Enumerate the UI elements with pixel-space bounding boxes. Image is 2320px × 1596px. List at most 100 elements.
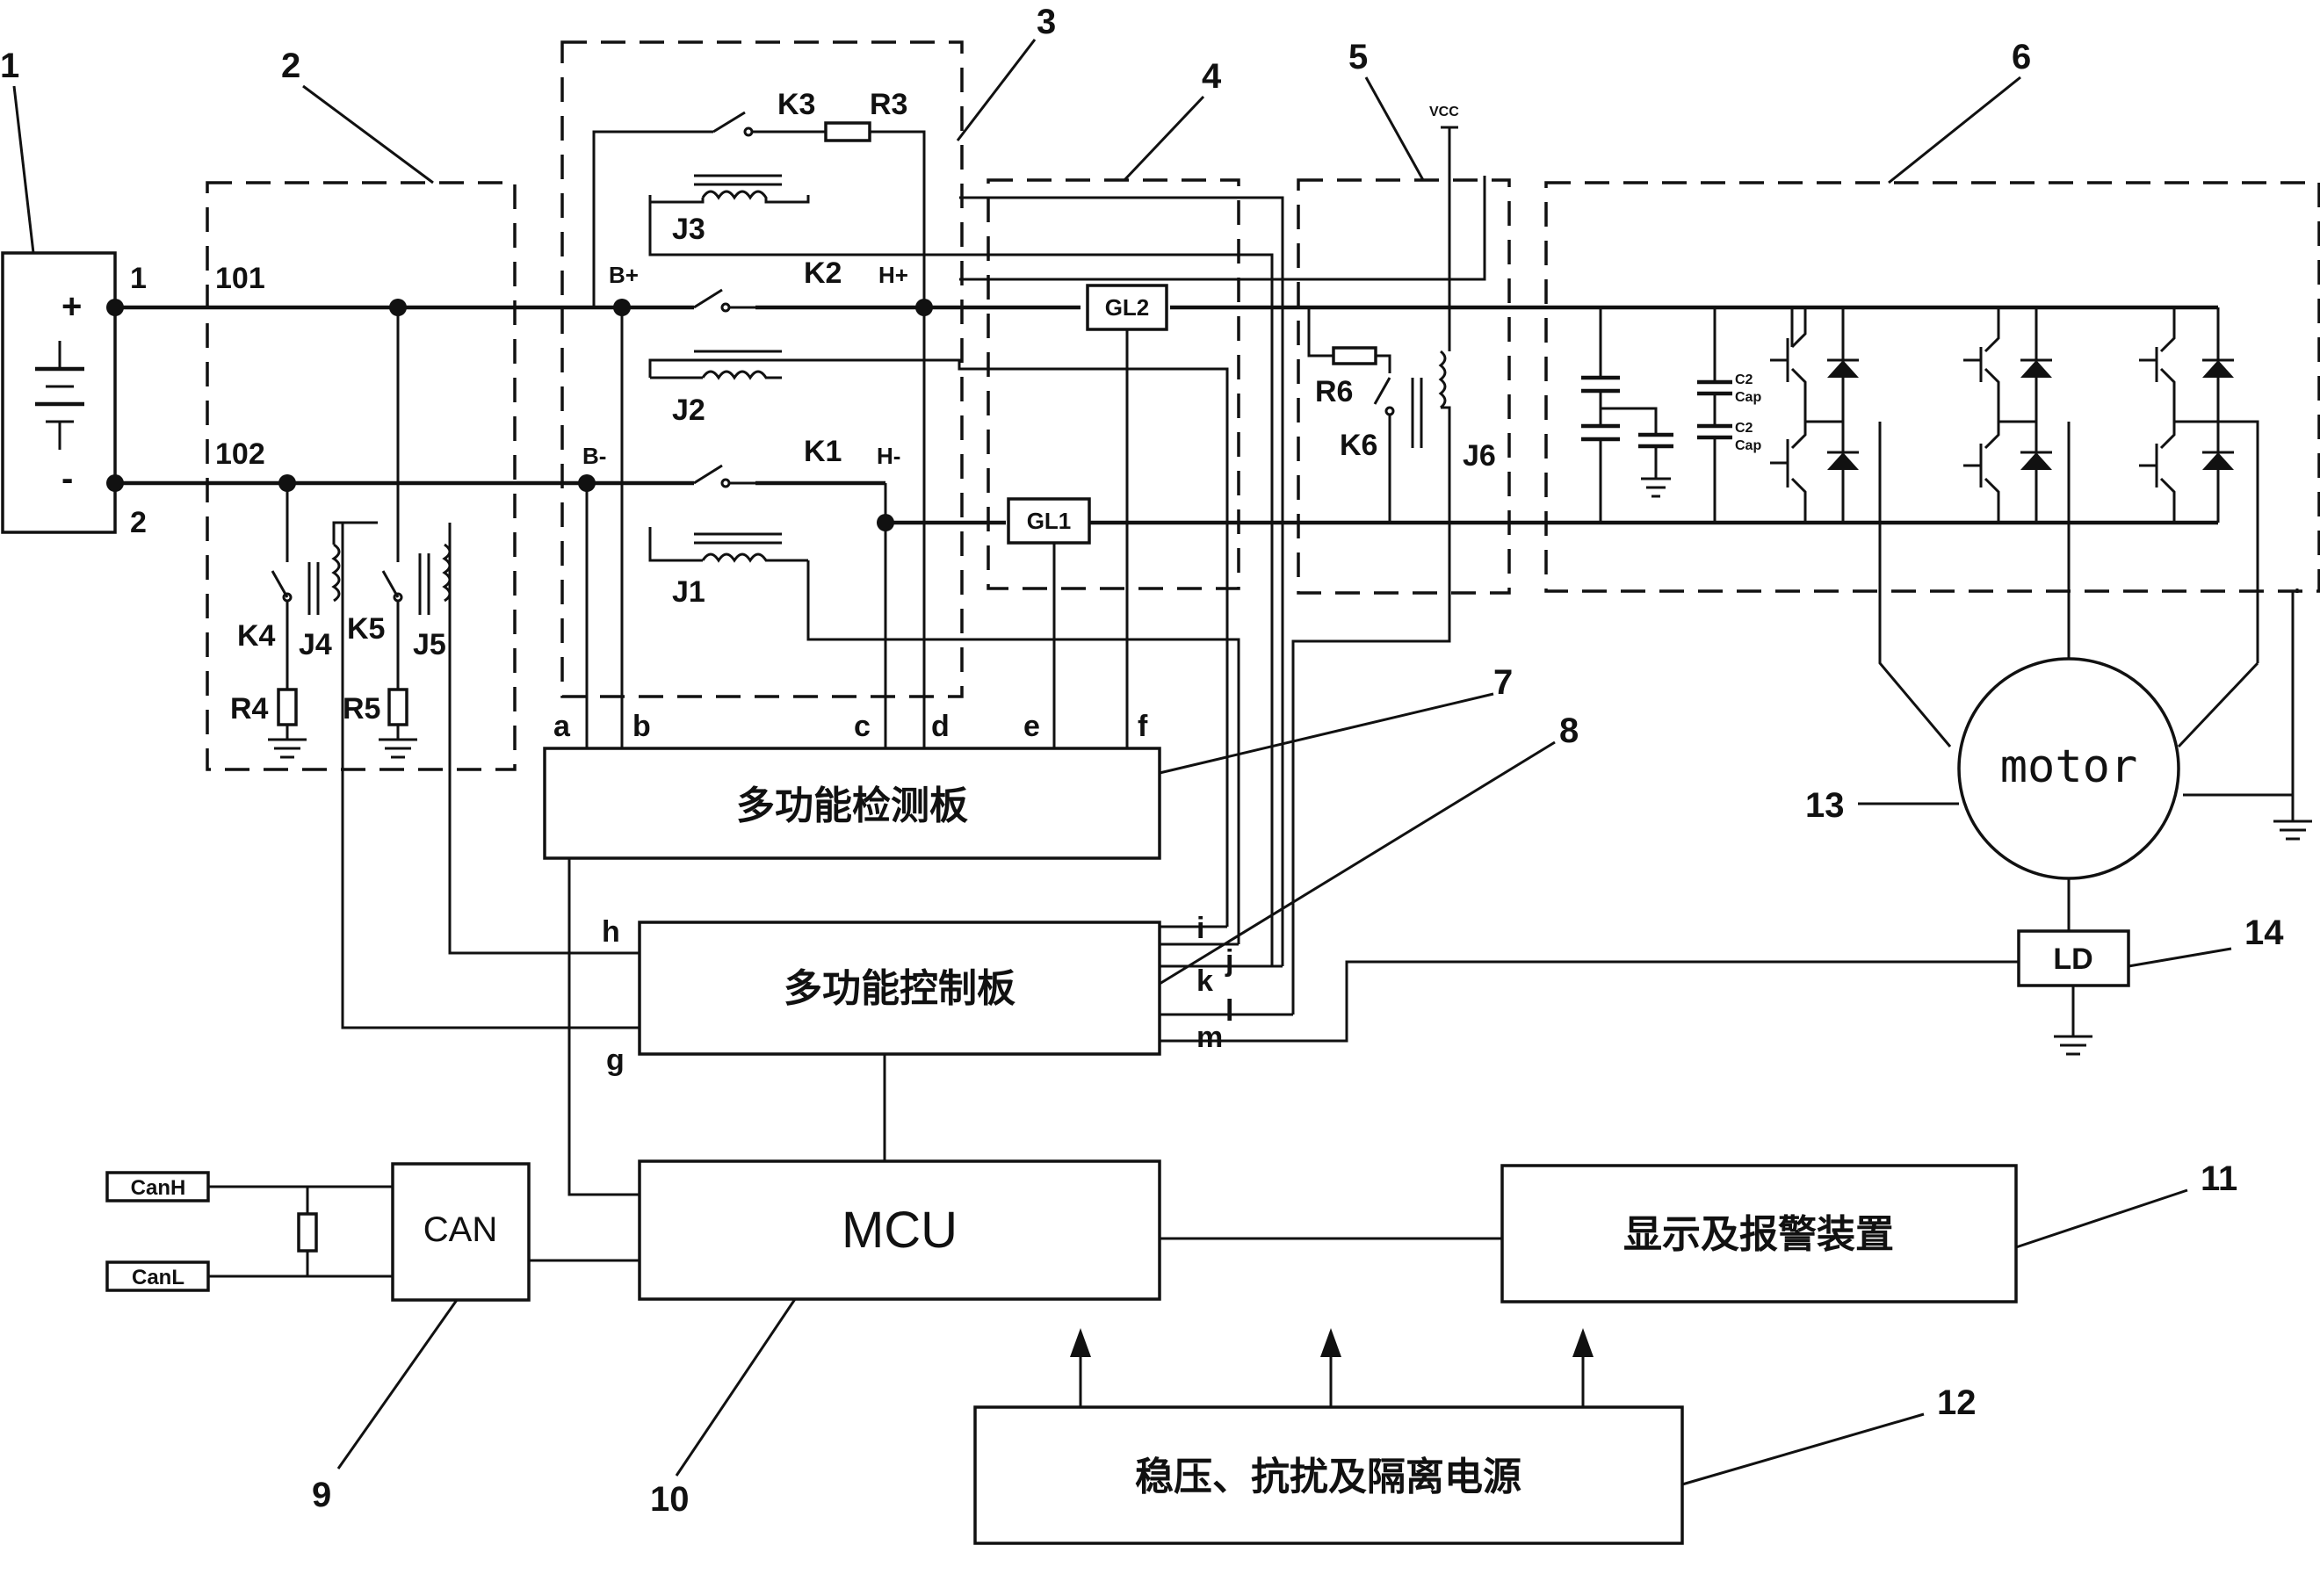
- label-k3: K3: [777, 88, 815, 121]
- label-cap-note-bottom: Cap: [1735, 438, 1761, 453]
- j1-coil: [648, 527, 808, 563]
- label-motor: motor: [2000, 740, 2138, 793]
- leader-10: [675, 1298, 797, 1477]
- label-r6: R6: [1315, 375, 1353, 408]
- line-101: 101: [215, 262, 265, 295]
- battery-box: [1, 251, 117, 534]
- module-3-leads: [585, 202, 1274, 966]
- label-module-4: 4: [1202, 57, 1222, 96]
- leader-8: [1159, 740, 1556, 986]
- motor-phases: [1878, 422, 2312, 841]
- leader-5: [1364, 76, 1425, 181]
- module-4-boundary: [987, 178, 1240, 590]
- can-termination: [208, 1185, 393, 1278]
- k5-branch: [379, 307, 417, 759]
- pin-e: e: [1023, 710, 1040, 743]
- leader-14: [2128, 947, 2232, 968]
- ld-ground: [2054, 986, 2092, 1056]
- junction-dots: [106, 299, 933, 531]
- label-module-6: 6: [2012, 38, 2031, 76]
- power-supply-title: 稳压、抗扰及隔离电源: [1135, 1455, 1521, 1499]
- pin-b: b: [632, 710, 651, 743]
- label-j2: J2: [672, 394, 705, 427]
- module-4-control-leads: [648, 176, 1486, 966]
- mcu-box: [638, 1159, 1161, 1301]
- module-6-boundary: [1544, 181, 2320, 593]
- label-j3: J3: [672, 213, 705, 246]
- can-box: [391, 1162, 531, 1302]
- label-cap-c2-bottom: C2: [1735, 421, 1753, 436]
- canh-terminal: [105, 1171, 210, 1202]
- label-module-10: 10: [650, 1480, 690, 1519]
- label-b-minus: B-: [582, 443, 606, 469]
- pin-h: h: [602, 915, 620, 949]
- label-module-2: 2: [281, 47, 300, 85]
- leader-9: [336, 1299, 459, 1470]
- k2-switch: [693, 288, 755, 313]
- label-module-12: 12: [1937, 1383, 1977, 1422]
- label-module-11: 11: [2201, 1159, 2237, 1198]
- igbt-bridge: [1770, 306, 2259, 663]
- canl-label: CanL: [132, 1266, 184, 1289]
- label-cap-c2-top: C2: [1735, 372, 1753, 387]
- module-3-boundary: [560, 40, 964, 698]
- label-b-plus: B+: [609, 262, 639, 288]
- label-k4: K4: [237, 619, 276, 653]
- canh-label: CanH: [131, 1176, 186, 1200]
- label-module-9: 9: [312, 1476, 331, 1514]
- battery-plus: +: [61, 287, 82, 326]
- battery-pin-2: 2: [130, 506, 147, 539]
- pin-c: c: [854, 710, 871, 743]
- battery-minus: -: [61, 459, 73, 498]
- label-module-1: 1: [0, 47, 19, 85]
- battery-pin-1: 1: [130, 262, 147, 295]
- control-board-title: 多功能控制板: [784, 966, 1015, 1011]
- j4-coil: [307, 521, 343, 615]
- power-arrows: [1070, 1328, 1594, 1407]
- pin-i: i: [1196, 912, 1204, 945]
- detect-mcu-link: [567, 858, 640, 1196]
- label-r3: R3: [870, 88, 907, 121]
- pin-j: j: [1225, 944, 1233, 978]
- label-h-minus: H-: [877, 443, 900, 469]
- pin-m: m: [1196, 1021, 1223, 1054]
- label-gl1: GL1: [1027, 508, 1072, 534]
- label-j4: J4: [299, 628, 332, 661]
- display-alarm-box: [1500, 1164, 2018, 1304]
- label-vcc: VCC: [1429, 105, 1459, 119]
- pin-l: l: [1225, 994, 1233, 1028]
- detection-board: [543, 747, 1161, 860]
- pin-a: a: [553, 710, 571, 743]
- label-cap-note-top: Cap: [1735, 390, 1761, 405]
- battery-symbol: [35, 341, 84, 450]
- k4-branch: [268, 483, 307, 759]
- pin-g: g: [606, 1044, 625, 1077]
- label-r4: R4: [230, 692, 269, 726]
- j2-coil: [650, 350, 782, 380]
- gl1-box: [1007, 497, 1091, 545]
- line-102: 102: [215, 437, 265, 471]
- detection-board-title: 多功能检测板: [736, 784, 968, 828]
- label-k2: K2: [804, 256, 842, 290]
- vcc-rail: [1291, 126, 1458, 1015]
- leader-1: [12, 85, 35, 254]
- label-j1: J1: [672, 575, 705, 609]
- can-title: CAN: [423, 1210, 497, 1249]
- label-ld: LD: [2053, 942, 2092, 976]
- mcu-title: MCU: [842, 1202, 958, 1259]
- power-supply-box: [973, 1405, 1684, 1545]
- k3-branch: [592, 111, 926, 307]
- ld-signal-m: [1160, 960, 2019, 1043]
- j3-coil: [648, 174, 810, 204]
- pin-d: d: [931, 710, 950, 743]
- label-k1: K1: [804, 435, 842, 468]
- label-module-14: 14: [2244, 914, 2284, 952]
- label-r5: R5: [343, 692, 380, 726]
- label-module-5: 5: [1348, 38, 1368, 76]
- leader-7: [1159, 692, 1494, 775]
- leader-4: [1123, 95, 1205, 182]
- label-k5: K5: [347, 612, 385, 646]
- module-2-boundary: [206, 181, 517, 771]
- ld-box: [2017, 929, 2130, 987]
